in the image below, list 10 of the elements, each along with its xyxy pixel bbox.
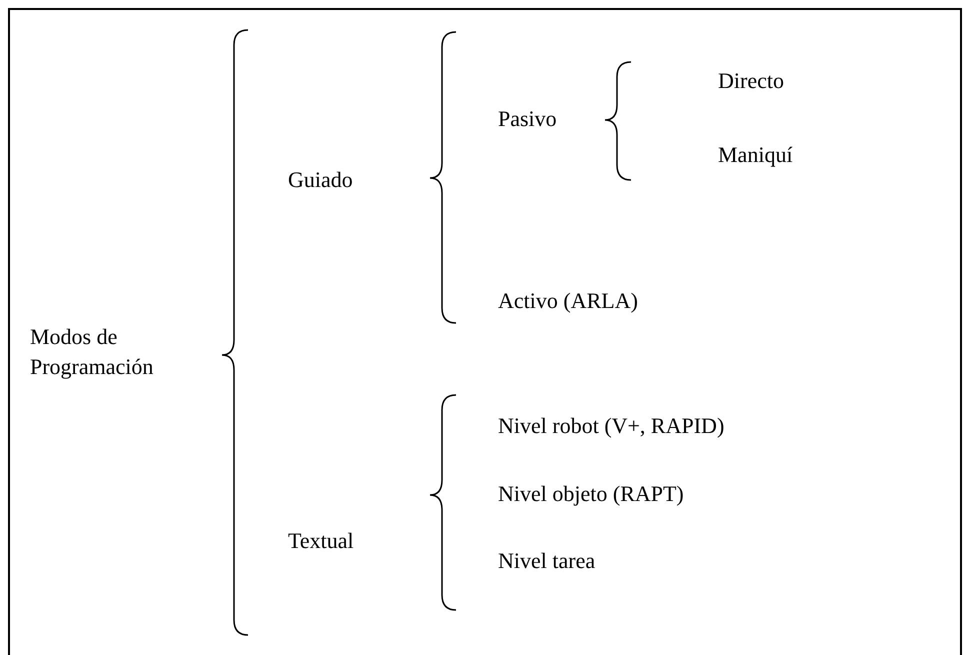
tree-label: Nivel objeto (RAPT) [498,480,685,508]
tree-label: Activo (ARLA) [498,287,639,315]
tree-label: Nivel tarea [498,547,596,575]
tree-label: Directo [718,67,785,95]
tree-label: Pasivo [498,105,558,133]
tree-label: Maniquí [718,141,794,169]
tree-label: Textual [288,527,355,555]
tree-label: Guiado [288,166,354,194]
tree-label: Modos de Programación [30,323,154,381]
tree-label: Nivel robot (V+, RAPID) [498,412,726,440]
